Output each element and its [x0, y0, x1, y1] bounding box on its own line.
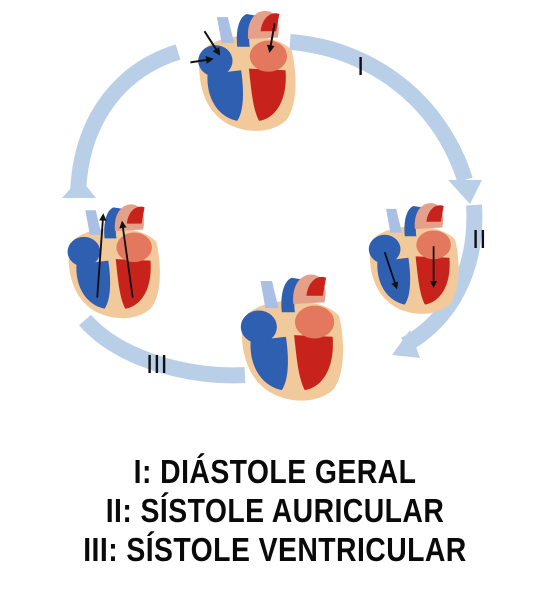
legend-line-1: I: DIÁSTOLE GERAL	[133, 453, 417, 490]
arrow-stage-3	[78, 314, 246, 384]
cycle-arrowheads	[62, 178, 482, 358]
arrowhead-stage-4	[62, 178, 96, 198]
legend-line-3: III: SÍSTOLE VENTRICULAR	[83, 531, 467, 568]
stage-label-2: II	[472, 224, 486, 254]
arrowhead-stage-1	[448, 180, 482, 204]
arrowhead-stage-2	[392, 330, 420, 358]
heart-ventricular-ejection	[67, 204, 160, 319]
heart-ventricular-systole	[240, 274, 344, 401]
heart-diastole	[190, 10, 296, 131]
stage-label-3: III	[146, 349, 168, 379]
arrow-stage-1	[289, 34, 473, 183]
cardiac-cycle-diagram: I II III	[62, 10, 486, 401]
arrow-stage-2	[400, 204, 483, 352]
legend-line-2: II: SÍSTOLE AURICULAR	[105, 492, 445, 529]
cycle-arrows	[70, 34, 483, 384]
arrow-stage-4	[70, 44, 181, 196]
stage-legend: I: DIÁSTOLE GERAL II: SÍSTOLE AURICULAR …	[0, 452, 550, 569]
stage-label-1: I	[357, 51, 364, 81]
heart-atrial-systole	[368, 203, 459, 314]
